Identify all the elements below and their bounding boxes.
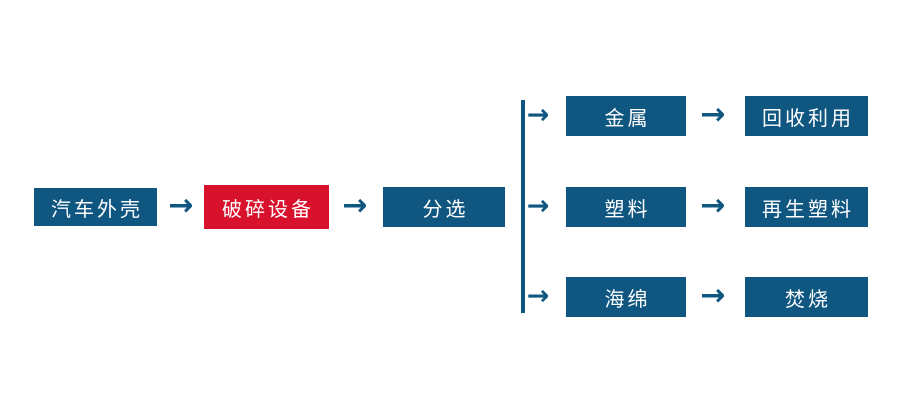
- flow-node-sorting-label: 分选: [422, 196, 469, 221]
- branch-node-metal-label: 金属: [604, 105, 651, 130]
- flow-node-car-shell-label: 汽车外壳: [51, 196, 143, 221]
- branch-connector-line: [521, 100, 525, 313]
- result-node-recycling: 回收利用: [745, 96, 868, 136]
- flow-node-car-shell: 汽车外壳: [34, 188, 157, 226]
- branch-arrow-right-icon: →: [526, 280, 550, 312]
- branch-arrow-right-icon: →: [526, 99, 550, 131]
- result-node-incineration: 焚烧: [745, 277, 868, 317]
- result-node-incineration-label: 焚烧: [785, 286, 831, 311]
- flow-node-crushing-equipment: 破碎设备: [204, 185, 329, 229]
- branch-arrow-right-icon: →: [526, 190, 550, 222]
- branch-node-plastic-label: 塑料: [604, 196, 651, 221]
- arrow-right-icon: →: [168, 187, 194, 223]
- branch-node-sponge: 海绵: [566, 277, 686, 317]
- branch-node-metal: 金属: [566, 96, 686, 136]
- result-node-recycling-label: 回收利用: [762, 105, 854, 130]
- flow-node-sorting: 分选: [383, 187, 505, 227]
- arrow-right-icon: →: [700, 96, 726, 132]
- flow-node-crushing-equipment-label: 破碎设备: [222, 196, 314, 221]
- branch-node-sponge-label: 海绵: [604, 286, 651, 311]
- arrow-right-icon: →: [342, 187, 368, 223]
- branch-node-plastic: 塑料: [566, 187, 686, 227]
- result-node-recycled-plastic-label: 再生塑料: [762, 196, 854, 221]
- arrow-right-icon: →: [700, 277, 726, 313]
- result-node-recycled-plastic: 再生塑料: [745, 187, 868, 227]
- arrow-right-icon: →: [700, 187, 726, 223]
